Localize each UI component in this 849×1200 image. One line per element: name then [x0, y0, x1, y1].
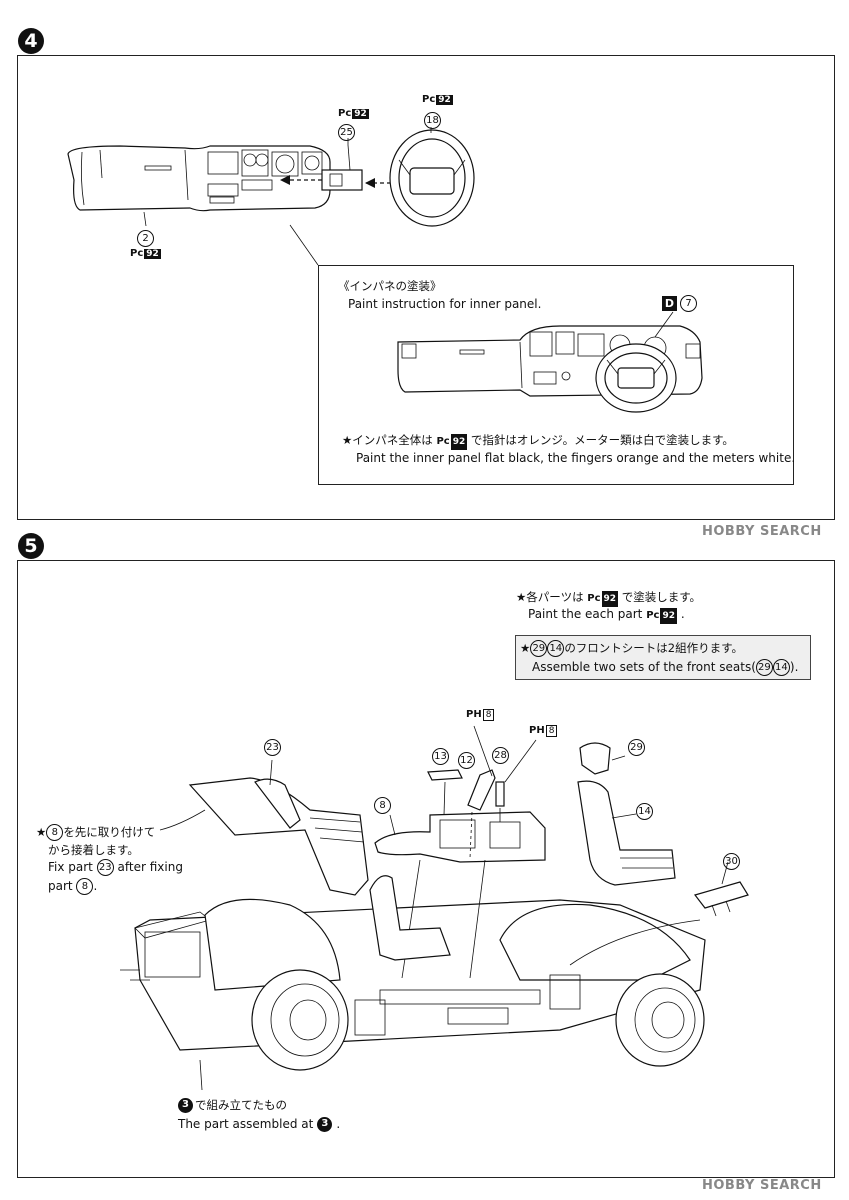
part-29-number: 29 [628, 737, 645, 756]
inset-note-en: Paint the inner panel flat black, the fi… [356, 451, 796, 465]
inset-title-jp: 《インパネの塗装》 [338, 279, 442, 293]
part-18-number: 18 [424, 110, 441, 129]
step-4-badge: 4 [18, 28, 44, 54]
part-25-number: 25 [338, 122, 355, 141]
step-5-badge: 5 [18, 533, 44, 559]
step-4-dashboard-drawing [67, 127, 475, 266]
fix-note-en-line1: Fix part 23 after fixing [48, 859, 183, 876]
fix-note-jp-line2: から接着します。 [48, 843, 139, 857]
part-30-number: 30 [723, 851, 740, 870]
part-2-number: 2 [137, 228, 154, 247]
part-12-number: 12 [458, 750, 475, 769]
watermark-top: HOBBY SEARCH [702, 524, 822, 539]
inset-dashboard-drawing [397, 311, 703, 413]
part-8-number: 8 [374, 795, 391, 814]
step-5-chassis-drawing [120, 725, 749, 1091]
part-23-number: 23 [264, 737, 281, 756]
inset-title-en: Paint instruction for inner panel. [348, 297, 542, 311]
step-4-frame [17, 55, 835, 520]
part-13-number: 13 [432, 746, 449, 765]
step-5-frame [17, 560, 835, 1178]
fix-note-en-line2: part 8. [48, 878, 98, 895]
inner-panel-paint-inset [318, 265, 794, 485]
part-28-number: 28 [492, 745, 509, 764]
part-14-number: 14 [636, 801, 653, 820]
watermark-bottom: HOBBY SEARCH [702, 1178, 822, 1193]
